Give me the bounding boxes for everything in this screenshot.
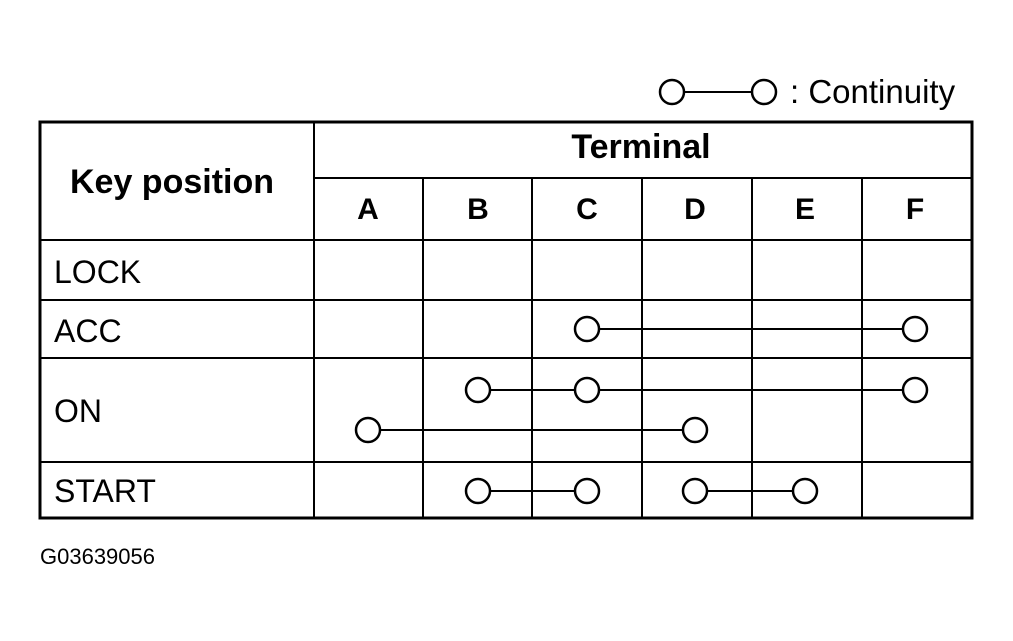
legend-terminal-circle-right bbox=[750, 78, 778, 106]
terminal-label-e: E bbox=[795, 193, 815, 226]
terminal-label-b: B bbox=[467, 193, 489, 226]
terminal-node-d bbox=[681, 416, 709, 444]
continuity-connections bbox=[354, 315, 929, 505]
table-grid bbox=[40, 122, 972, 518]
terminal-node-f bbox=[901, 315, 929, 343]
terminal-label-f: F bbox=[906, 193, 924, 226]
legend-terminal-circle-left bbox=[658, 78, 686, 106]
terminal-node-b bbox=[464, 376, 492, 404]
terminal-label-d: D bbox=[684, 193, 706, 226]
row-labels: LOCK ACC ON START bbox=[54, 254, 156, 509]
row-label-acc: ACC bbox=[54, 313, 122, 349]
terminal-label-c: C bbox=[576, 193, 598, 226]
continuity-table: Key position Terminal A B C D E F LOCK ACC ON ST… bbox=[38, 120, 974, 520]
continuity-legend: : Continuity bbox=[658, 73, 956, 110]
figure-code: G03639056 bbox=[40, 544, 155, 569]
table-border bbox=[38, 120, 974, 520]
terminal-label-a: A bbox=[357, 193, 379, 226]
connection-start-de bbox=[681, 477, 819, 505]
connection-acc-cf bbox=[573, 315, 929, 343]
terminal-node-a bbox=[354, 416, 382, 444]
terminal-node-c bbox=[573, 376, 601, 404]
terminal-node-e bbox=[791, 477, 819, 505]
row-label-lock: LOCK bbox=[54, 254, 141, 290]
connection-start-bc bbox=[464, 477, 601, 505]
connection-on-ad bbox=[354, 416, 709, 444]
connection-on-bcf bbox=[464, 376, 929, 404]
legend-text: : Continuity bbox=[790, 73, 956, 110]
terminal-node-d bbox=[681, 477, 709, 505]
terminal-node-c bbox=[573, 315, 601, 343]
terminal-node-c bbox=[573, 477, 601, 505]
row-label-start: START bbox=[54, 473, 156, 509]
row-label-on: ON bbox=[54, 393, 102, 429]
terminal-labels: A B C D E F bbox=[357, 193, 924, 226]
key-position-header: Key position bbox=[70, 163, 274, 201]
terminal-header: Terminal bbox=[571, 128, 710, 166]
terminal-node-b bbox=[464, 477, 492, 505]
terminal-node-f bbox=[901, 376, 929, 404]
